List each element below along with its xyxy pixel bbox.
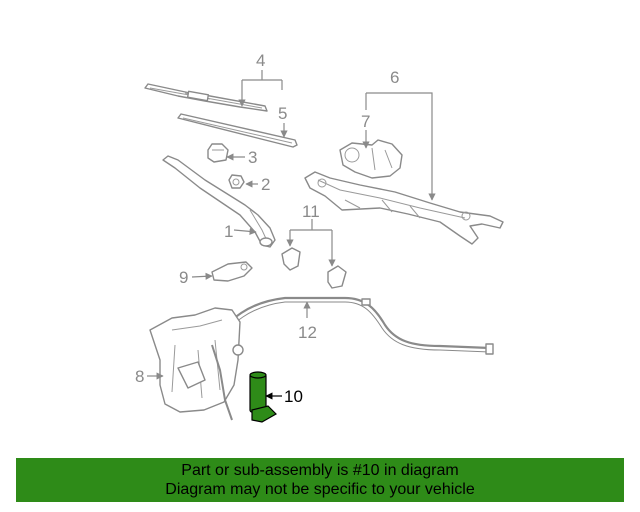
washer-nozzle-part xyxy=(281,247,347,289)
callout-9: 9 xyxy=(179,268,188,287)
nut-cover-part xyxy=(207,143,229,163)
parts-diagram: 4 5 3 2 1 6 7 11 9 12 8 10 xyxy=(135,51,504,423)
callout-4: 4 xyxy=(256,51,265,70)
washer-hose-part xyxy=(211,296,494,355)
wiper-blade-part xyxy=(144,83,268,112)
callout-8: 8 xyxy=(135,367,144,386)
callout-11: 11 xyxy=(302,202,320,221)
callout-1: 1 xyxy=(224,222,233,241)
wiper-arm-part xyxy=(162,155,276,248)
info-banner: Part or sub-assembly is #10 in diagram D… xyxy=(16,458,624,502)
washer-pump-part xyxy=(249,371,277,423)
callout-7: 7 xyxy=(361,112,370,131)
blade-insert-part xyxy=(177,113,298,148)
banner-line-part-number: Part or sub-assembly is #10 in diagram xyxy=(181,462,459,479)
leader-lines xyxy=(147,70,436,400)
cap-part xyxy=(211,261,253,282)
wiper-motor-part xyxy=(339,139,403,179)
banner-line-disclaimer: Diagram may not be specific to your vehi… xyxy=(165,481,475,498)
wiper-linkage-part xyxy=(304,171,504,245)
callout-5: 5 xyxy=(278,104,287,123)
callout-12: 12 xyxy=(298,323,317,342)
callout-10: 10 xyxy=(284,387,303,406)
callout-3: 3 xyxy=(248,148,257,167)
callout-6: 6 xyxy=(390,68,399,87)
washer-reservoir-part xyxy=(149,307,244,421)
nut-part xyxy=(228,174,245,189)
callout-2: 2 xyxy=(261,175,270,194)
